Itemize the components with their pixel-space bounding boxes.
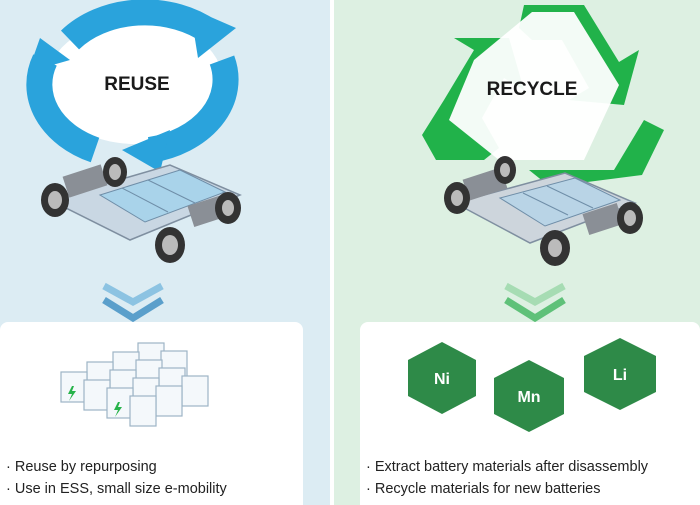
recycle-title: RECYCLE: [487, 79, 578, 100]
recycle-bullet-list: Extract battery materials after disassem…: [366, 456, 648, 500]
reuse-cycle-icon: REUSE: [26, 0, 239, 172]
materials-hexagons: Ni Mn Li: [408, 338, 656, 432]
recycle-chevron-down-icon: [504, 282, 566, 323]
recycle-bullet-item: Extract battery materials after disassem…: [366, 456, 648, 478]
panel-divider: [330, 0, 334, 505]
reuse-bullet-item: Use in ESS, small size e-mobility: [6, 478, 227, 500]
recycle-bullet-item: Recycle materials for new batteries: [366, 478, 648, 500]
material-hexagon-li: Li: [584, 338, 656, 410]
material-label: Mn: [517, 389, 540, 406]
material-label: Li: [613, 367, 627, 384]
material-hexagon-mn: Mn: [494, 360, 564, 432]
ev-chassis-image: [444, 156, 643, 266]
reuse-bullet-item: Reuse by repurposing: [6, 456, 227, 478]
reuse-chevron-down-icon: [102, 282, 164, 323]
reuse-bullet-list: Reuse by repurposing Use in ESS, small s…: [6, 456, 227, 500]
material-label: Ni: [434, 371, 450, 388]
battery-modules-icon: [60, 342, 209, 427]
material-hexagon-ni: Ni: [408, 342, 476, 414]
ev-chassis-image: [41, 157, 242, 263]
reuse-title: REUSE: [104, 74, 169, 95]
